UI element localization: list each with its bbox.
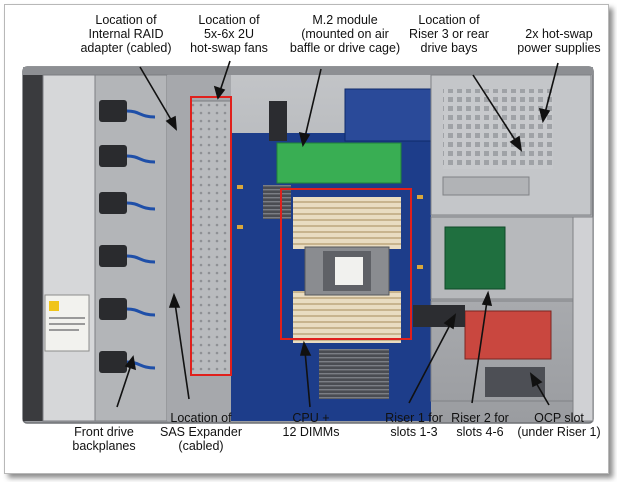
server-photo [22,60,594,424]
caption-m2-module: M.2 module (mounted on air baffle or dri… [289,13,401,55]
caption-ocp-slot: OCP slot (under Riser 1) [517,411,601,439]
rear-rail [572,216,594,422]
caption-sas-expander: Location of SAS Expander (cabled) [160,411,242,453]
dimm-banks [293,197,401,343]
backplane-connectors [99,100,127,373]
caption-power-supplies: 2x hot-swap power supplies [517,27,601,55]
fan-highlight [190,96,232,376]
heatsink [319,349,389,399]
power-supply-bays [430,74,592,216]
caption-riser3: Location of Riser 3 or rear drive bays [409,13,489,55]
front-drive-bay [23,74,168,422]
highlight-boxes [190,96,412,376]
callout-arrows [116,60,559,408]
caption-raid-adapter: Location of Internal RAID adapter (cable… [80,13,172,55]
caption-riser2: Riser 2 for slots 4-6 [451,411,509,439]
caption-cpu-dimms: CPU + 12 DIMMs [282,411,340,439]
fan-area [167,75,232,421]
vrm-heatsink [263,185,291,219]
m2-module [276,142,402,184]
cpu-highlight [280,188,412,340]
caption-fans: Location of 5x-6x 2U hot-swap fans [190,13,268,55]
riser-cages [413,216,592,402]
caption-front-backplanes: Front drive backplanes [72,425,136,453]
caption-riser1: Riser 1 for slots 1-3 [385,411,443,439]
figure-frame: Location of Internal RAID adapter (cable… [4,4,609,474]
cpu-socket [304,246,390,296]
